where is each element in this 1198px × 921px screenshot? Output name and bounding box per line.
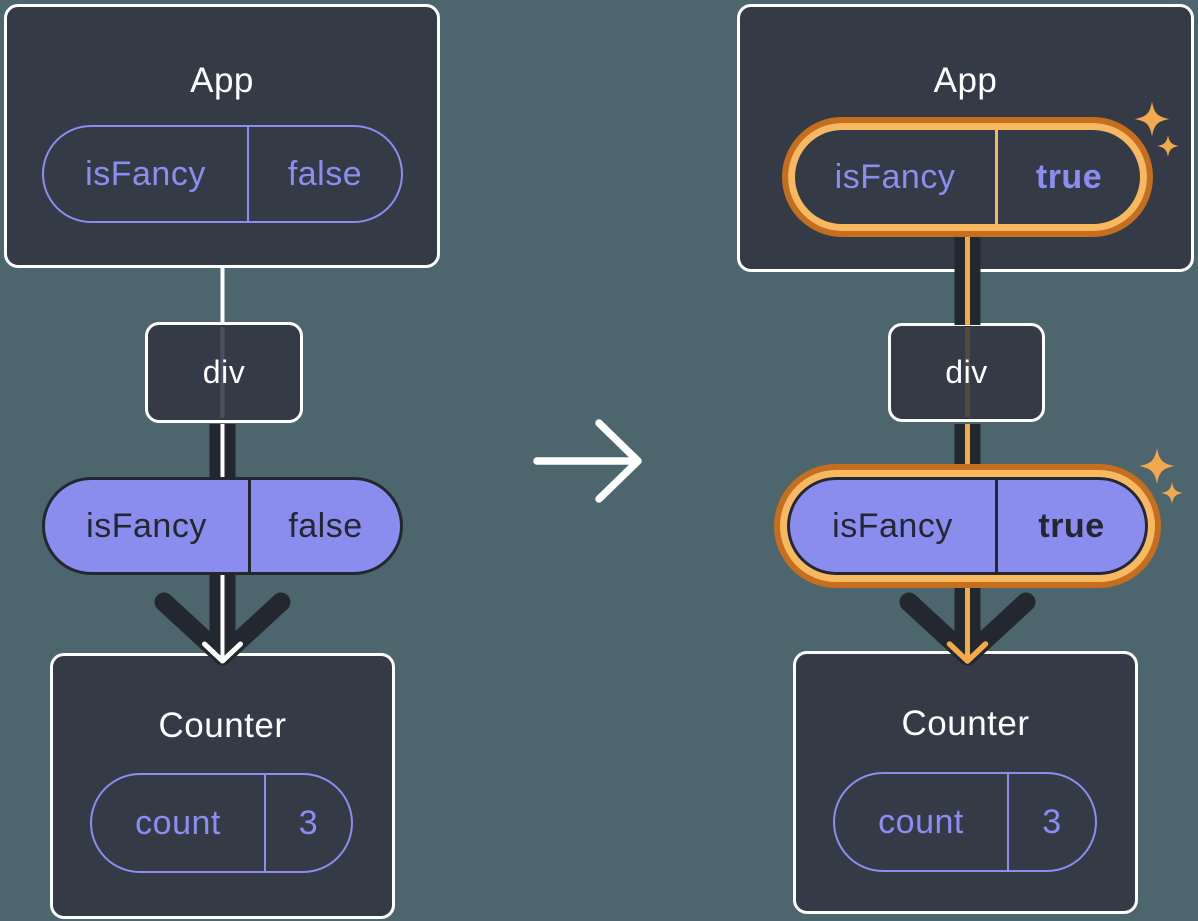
- state-pill-counter-left: count 3: [90, 773, 353, 873]
- highlight-ring: isFancy true: [780, 470, 1155, 582]
- state-key: count: [878, 802, 964, 841]
- app-title: App: [933, 61, 998, 100]
- prop-value: false: [248, 480, 400, 572]
- prop-key: isFancy: [86, 506, 207, 545]
- app-title: App: [190, 61, 254, 100]
- prop-value: true: [995, 480, 1145, 572]
- prop-key: isFancy: [834, 157, 956, 196]
- state-key: count: [135, 803, 221, 842]
- prop-key: isFancy: [85, 154, 206, 193]
- highlight-ring: isFancy true: [788, 123, 1147, 231]
- state-pill-counter-right: count 3: [833, 772, 1097, 872]
- state-value: 3: [1007, 774, 1095, 870]
- div-label: div: [945, 354, 988, 390]
- prop-pill-app-right-highlighted: isFancy true: [782, 117, 1153, 237]
- passed-prop-pill-right-highlighted: isFancy true: [774, 464, 1161, 588]
- arrow-down-icon: [154, 592, 291, 666]
- right-wires: [899, 228, 1036, 666]
- state-value: 3: [264, 775, 351, 871]
- arrow-down-icon: [899, 592, 1036, 666]
- prop-value: true: [995, 130, 1140, 224]
- sparkle-icon: [1139, 448, 1175, 484]
- prop-value: false: [247, 127, 401, 221]
- prop-key: isFancy: [832, 506, 953, 545]
- counter-title: Counter: [901, 704, 1030, 743]
- prop-pill-app-left: isFancy false: [42, 125, 403, 223]
- passed-prop-pill-left: isFancy false: [42, 477, 403, 575]
- sparkle-icon: [1161, 482, 1183, 504]
- right-arrow-icon: [533, 419, 642, 503]
- div-label: div: [202, 354, 246, 390]
- counter-title: Counter: [158, 706, 287, 745]
